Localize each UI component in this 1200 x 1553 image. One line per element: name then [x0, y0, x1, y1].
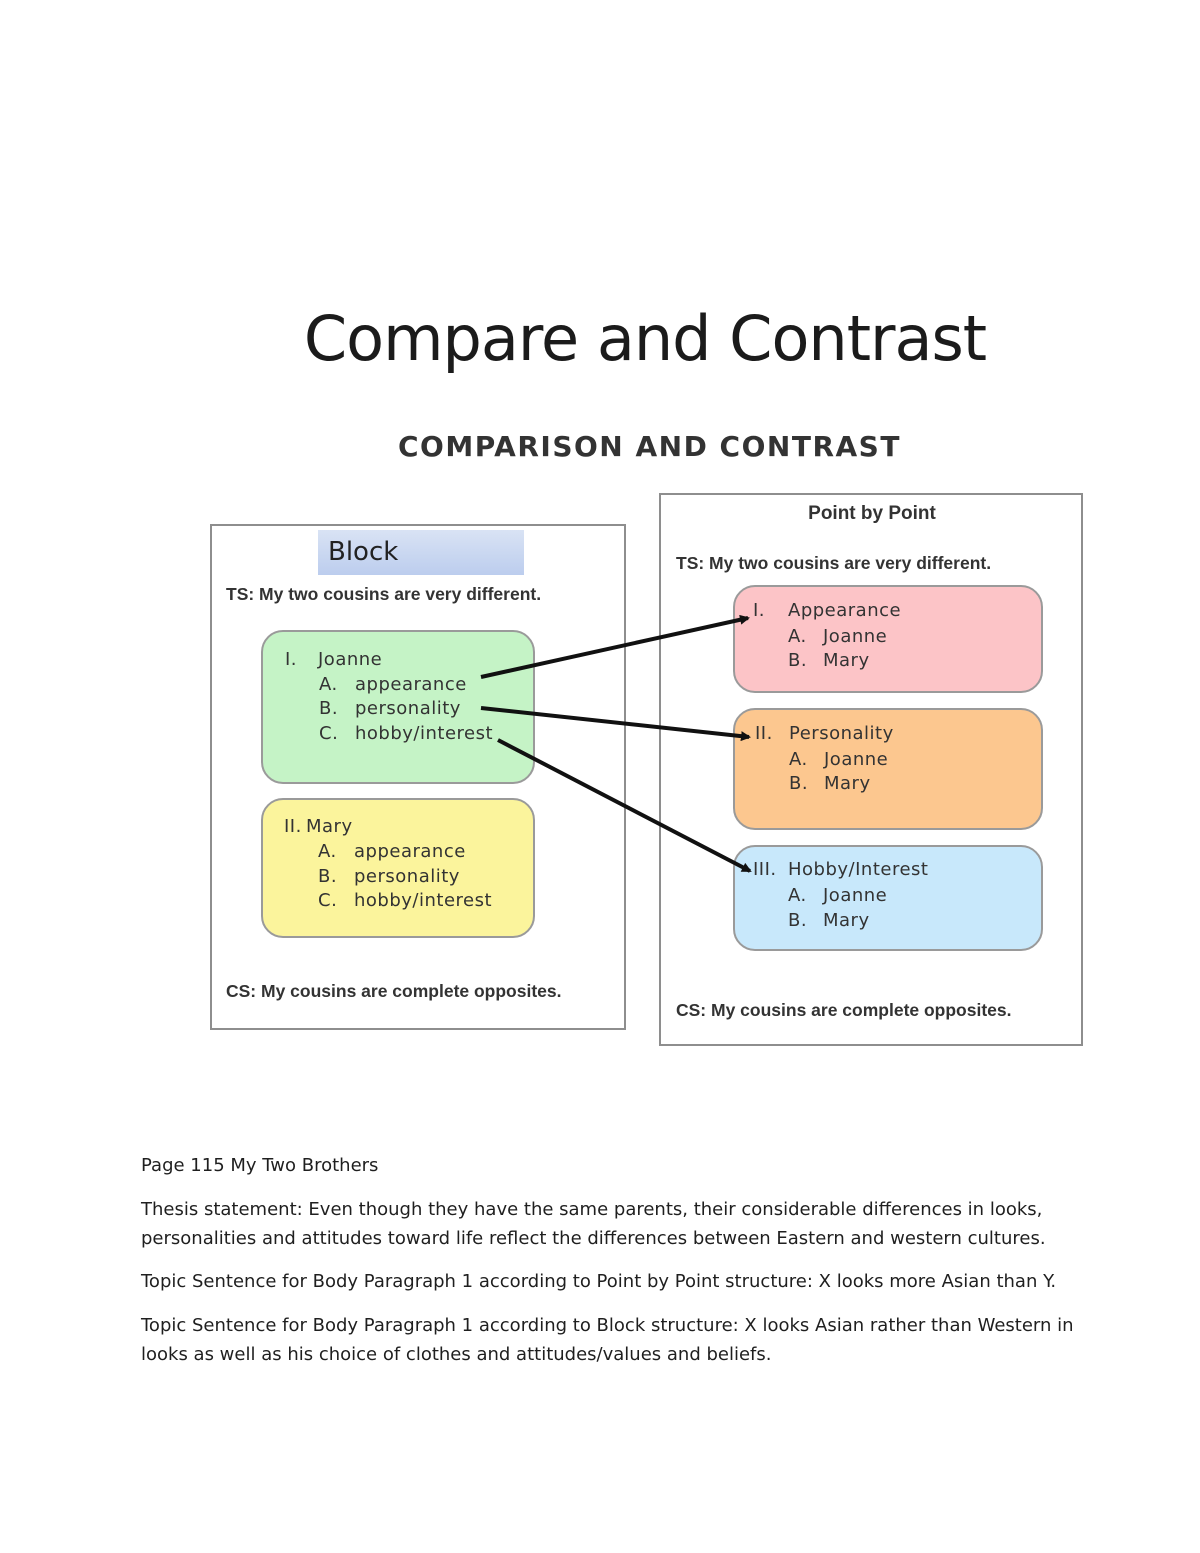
mary-item-letter: B. [318, 866, 338, 887]
mary-item-hobby: hobby/interest [354, 890, 493, 911]
document-title: Compare and Contrast [303, 302, 987, 375]
appearance-item-joanne: Joanne [823, 626, 888, 647]
mary-heading: Mary [306, 816, 353, 837]
point-label: Point by Point [808, 503, 936, 524]
joanne-item-letter: A. [319, 674, 338, 695]
joanne-heading: Joanne [318, 649, 383, 670]
mary-item-letter: A. [318, 841, 337, 862]
block-topic-sentence: TS: My two cousins are very different. [226, 584, 542, 604]
mary-heading-num: II. [284, 816, 302, 837]
appearance-item-mary: Mary [823, 650, 870, 671]
appearance-heading: Appearance [788, 600, 902, 621]
arrow-appearance [480, 614, 750, 679]
personality-heading: Personality [789, 723, 894, 744]
personality-item-letter: A. [789, 749, 808, 770]
personality-item-letter: B. [789, 773, 809, 794]
joanne-item-personality: personality [355, 698, 461, 719]
topic-sentence-block-line-1: Topic Sentence for Body Paragraph 1 acco… [141, 1315, 1074, 1336]
joanne-heading-num: I. [285, 649, 298, 670]
hobby-box [733, 845, 1043, 951]
personality-item-mary: Mary [824, 773, 871, 794]
personality-item-joanne: Joanne [824, 749, 889, 770]
personality-box [733, 708, 1043, 830]
page-reference: Page 115 My Two Brothers [141, 1155, 379, 1176]
block-label: Block [318, 530, 524, 575]
joanne-item-appearance: appearance [355, 674, 467, 695]
appearance-heading-num: I. [753, 600, 766, 621]
joanne-item-letter: B. [319, 698, 339, 719]
joanne-item-letter: C. [319, 723, 339, 744]
hobby-item-letter: B. [788, 910, 808, 931]
hobby-item-letter: A. [788, 885, 807, 906]
point-concluding-sentence: CS: My cousins are complete opposites. [676, 1000, 1012, 1020]
thesis-line-2: personalities and attitudes toward life … [141, 1228, 1046, 1249]
mary-item-personality: personality [354, 866, 460, 887]
arrow-hobby [497, 738, 752, 873]
topic-sentence-point: Topic Sentence for Body Paragraph 1 acco… [141, 1271, 1057, 1292]
hobby-heading: Hobby/Interest [788, 859, 929, 880]
personality-heading-num: II. [755, 723, 773, 744]
appearance-item-letter: A. [788, 626, 807, 647]
arrow-personality [480, 706, 751, 742]
point-topic-sentence: TS: My two cousins are very different. [676, 553, 992, 573]
appearance-item-letter: B. [788, 650, 808, 671]
mary-item-letter: C. [318, 890, 338, 911]
thesis-line-1: Thesis statement: Even though they have … [141, 1199, 1043, 1220]
joanne-item-hobby: hobby/interest [355, 723, 494, 744]
hobby-heading-num: III. [753, 859, 777, 880]
appearance-box [733, 585, 1043, 693]
mary-item-appearance: appearance [354, 841, 466, 862]
hobby-item-joanne: Joanne [823, 885, 888, 906]
diagram-heading: COMPARISON AND CONTRAST [398, 430, 901, 463]
topic-sentence-block-line-2: looks as well as his choice of clothes a… [141, 1344, 772, 1365]
mary-box [261, 798, 535, 938]
hobby-item-mary: Mary [823, 910, 870, 931]
block-concluding-sentence: CS: My cousins are complete opposites. [226, 981, 562, 1001]
